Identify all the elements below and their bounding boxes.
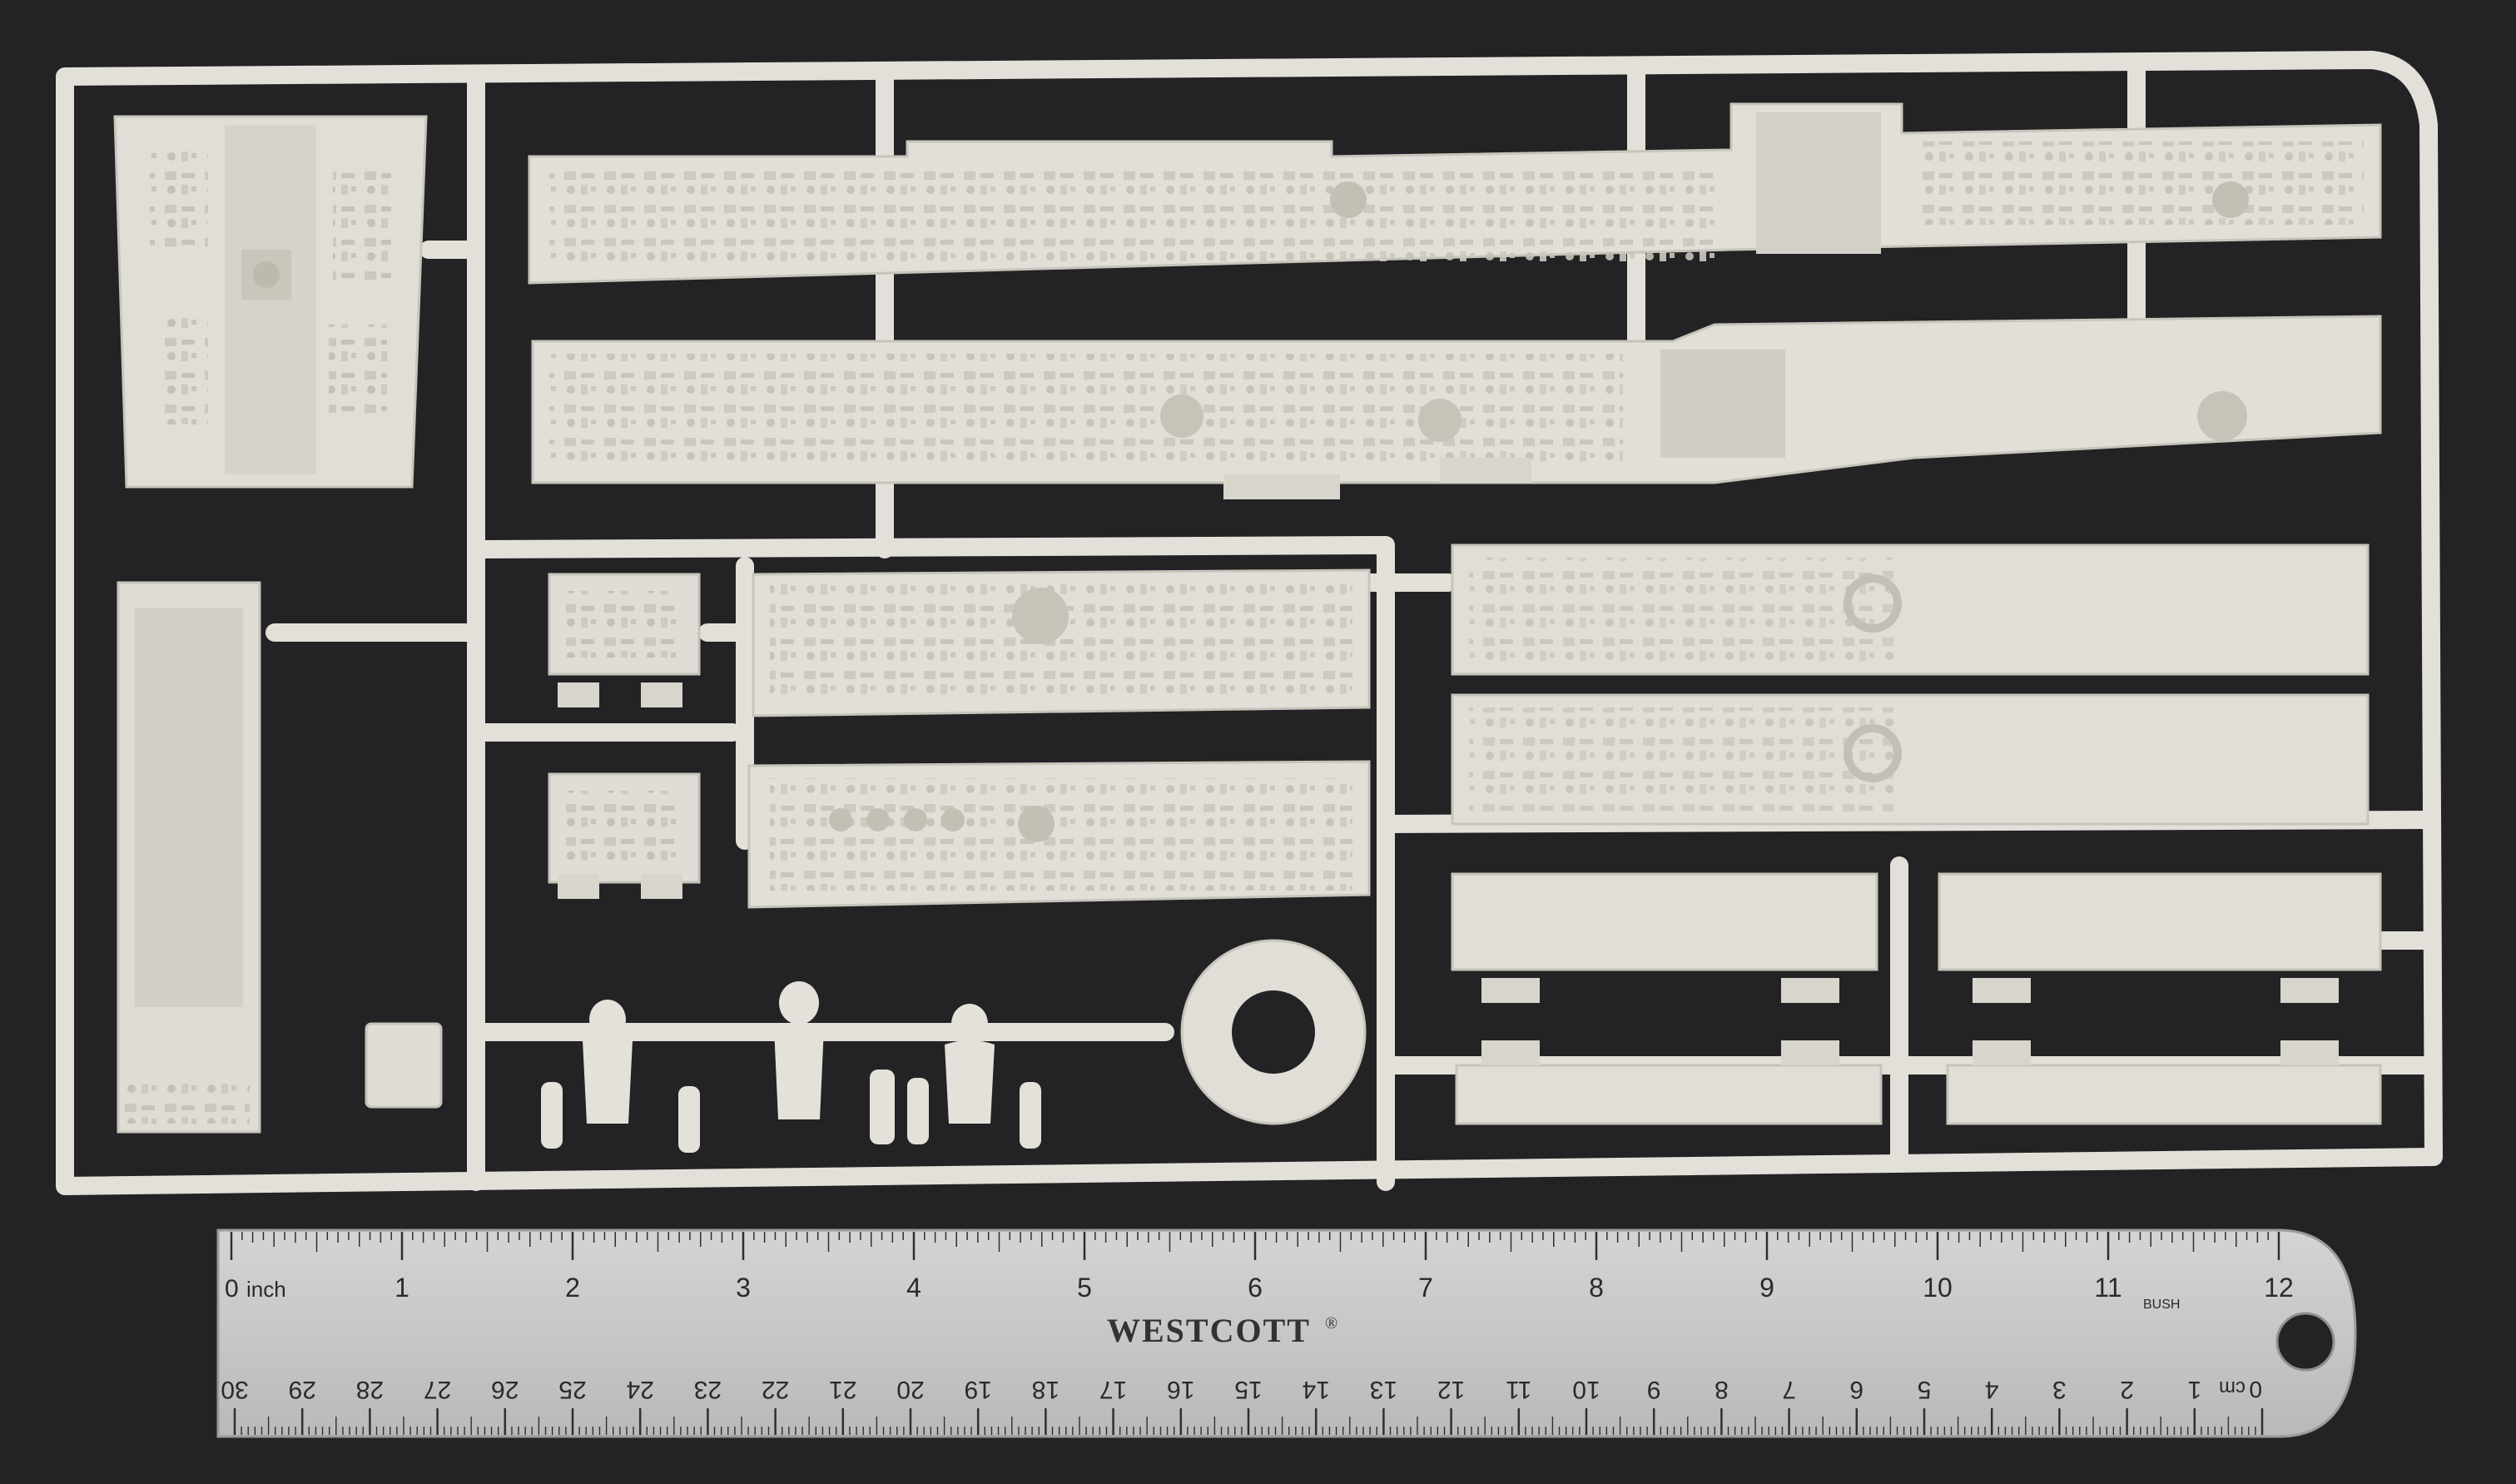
ruler-inch-number: 11 [2094,1273,2121,1303]
ruler-inch-number: 6 [1248,1273,1263,1303]
svg-text:0: 0 [2249,1377,2262,1402]
ruler-cm-zero-label: 0 cm [2219,1377,2262,1402]
ruler-inch-number: 12 [2264,1273,2294,1303]
ruler-cm-number: 25 [558,1376,586,1403]
ruler-inch-number: 2 [565,1273,580,1303]
ruler-cm-number: 28 [356,1376,384,1403]
ruler-inch-unit: inch [246,1277,286,1302]
ruler-cm-number: 8 [1715,1376,1729,1403]
ruler-cm-number: 3 [2052,1376,2067,1403]
ruler-sub-brand: BUSH [2143,1298,2180,1312]
ruler-cm-number: 23 [694,1376,722,1403]
ruler-brand-mark: ® [1325,1314,1339,1333]
ruler-cm-number: 27 [424,1376,451,1403]
ruler-cm-number: 10 [1572,1376,1600,1403]
ruler-cm-number: 7 [1782,1376,1796,1403]
sprue-runner-horizontal [474,536,1395,558]
ruler-cm-ticks [233,1408,2264,1435]
ruler-cm-number: 4 [1985,1376,1999,1403]
part-instrument-panel-upper [528,102,2382,285]
ruler-cm-number: 17 [1099,1376,1127,1403]
part-cockpit-floor [113,115,428,489]
ruler-cm-number: 16 [1167,1376,1194,1403]
part-crew-figures [541,981,1041,1153]
ruler-inch-number: 5 [1077,1273,1092,1303]
ruler-cm-number: 24 [627,1376,654,1403]
ruler-hang-hole [2275,1312,2335,1372]
ruler-cm-number: 30 [221,1376,248,1403]
ruler-inch-number: 8 [1589,1273,1604,1303]
part-center-panel-lower [747,760,1371,909]
ruler-inch-number: 10 [1923,1273,1953,1303]
ruler-cm-number: 20 [896,1376,924,1403]
ruler-cm-number: 11 [1506,1376,1531,1403]
ruler-body [216,1228,2357,1438]
ruler-cm-number: 19 [965,1376,992,1403]
part-side-console-left [117,581,261,1134]
ruler-inch-zero: 0 [225,1275,239,1303]
ruler-cm-number: 6 [1849,1376,1863,1403]
ruler-cm-number: 22 [762,1376,789,1403]
ruler-inch-number: 9 [1759,1273,1774,1303]
ruler-cm-number: 29 [289,1376,316,1403]
ruler-cm-number: 9 [1647,1376,1661,1403]
sprue-outer-frame [56,51,2443,1195]
part-instrument-panel-lower [531,315,2382,499]
ruler-inch-number: 3 [736,1273,751,1303]
ruler-cm-number: 13 [1370,1376,1397,1403]
part-bench-left [1451,872,1883,1125]
ruler-cm-number: 18 [1032,1376,1059,1403]
part-bench-right [1938,872,2382,1125]
part-rail-1 [1451,543,2370,676]
ruler-inch-number: 4 [906,1273,921,1303]
ruler-cm-number: 26 [491,1376,519,1403]
model-parts [113,102,2382,1153]
ruler-cm-number: 2 [2120,1376,2134,1403]
part-center-panel-upper [752,568,1371,717]
ruler-inch-number: 7 [1418,1273,1433,1303]
ruler-cm-numbers: 1234567891011121314151617181920212223242… [221,1376,2201,1403]
ruler-cm-number: 14 [1303,1376,1330,1403]
ruler-cm-number: 12 [1437,1376,1465,1403]
part-ring [1180,939,1367,1125]
ruler-inch-ticks [230,1232,2280,1260]
ruler-cm-number: 5 [1918,1376,1932,1403]
part-small-box-upper [548,573,701,707]
ruler-cm-number: 1 [2187,1376,2201,1403]
part-rail-2 [1451,693,2370,826]
ruler-cm-number: 21 [829,1376,856,1403]
part-small-box-lower [548,772,701,899]
ruler-brand: WESTCOTT [1107,1312,1311,1349]
ruler-inch-number: 1 [395,1273,409,1303]
ruler-cm-number: 15 [1234,1376,1262,1403]
svg-text:cm: cm [2219,1377,2246,1399]
part-small-clip [365,1022,443,1109]
